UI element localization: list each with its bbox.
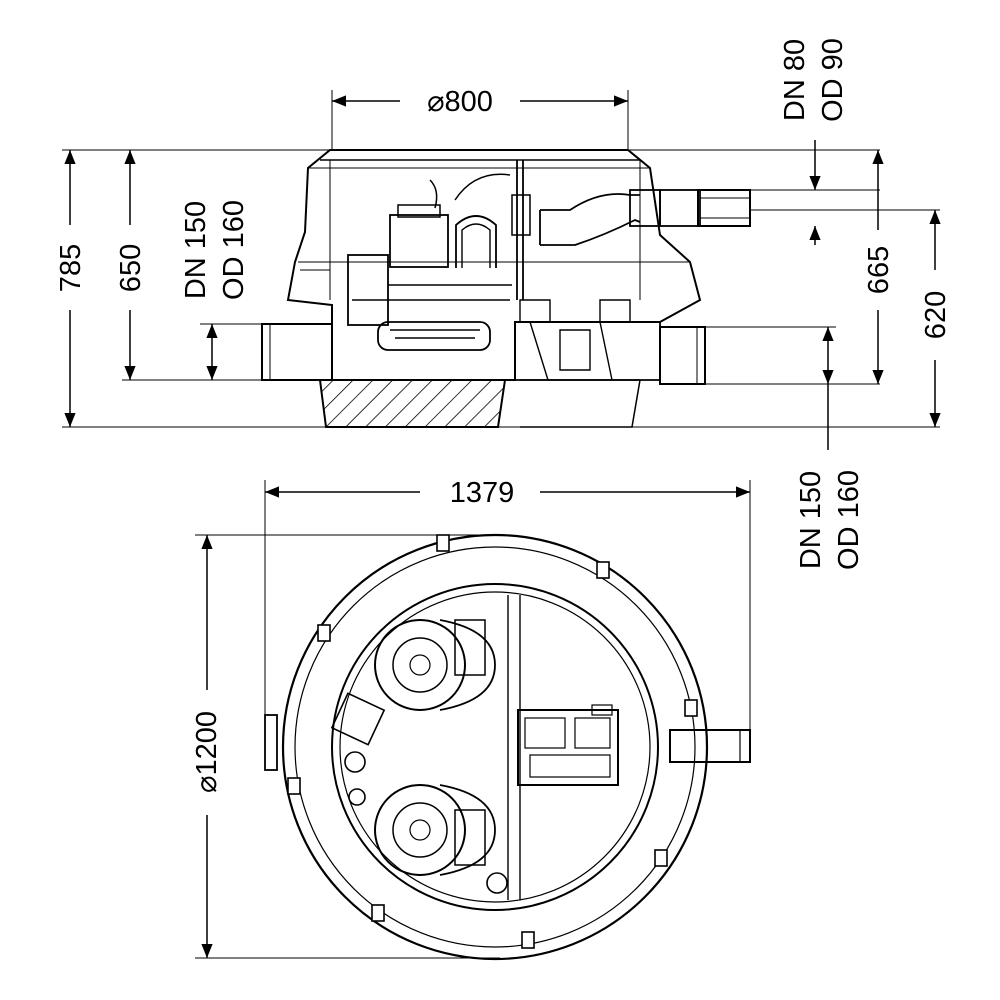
dimension-outlet-height: 620 bbox=[920, 291, 952, 339]
dimension-inlet-dn: DN 150 bbox=[180, 201, 212, 299]
dimension-outlet-od: OD 160 bbox=[833, 470, 865, 570]
dimension-plan-diameter: ⌀1200 bbox=[191, 711, 223, 793]
dimension-overall-height: 785 bbox=[55, 244, 87, 292]
dimension-top-diameter: ⌀800 bbox=[427, 86, 493, 118]
dimension-inlet-height: 650 bbox=[115, 244, 147, 292]
dimension-inlet-od: OD 160 bbox=[218, 200, 250, 300]
dimension-outlet-dn: DN 150 bbox=[795, 471, 827, 569]
side-view: ⌀800 785 650 DN 150 OD 160 665 620 DN 80… bbox=[55, 38, 952, 570]
dimension-pressure-dn: DN 80 bbox=[779, 39, 811, 121]
dimension-overall-width: 1379 bbox=[450, 477, 515, 509]
dimension-pressure-outlet-height: 665 bbox=[863, 246, 895, 294]
plan-view: 1379 ⌀1200 bbox=[191, 477, 751, 961]
dimension-pressure-od: OD 90 bbox=[817, 38, 849, 122]
